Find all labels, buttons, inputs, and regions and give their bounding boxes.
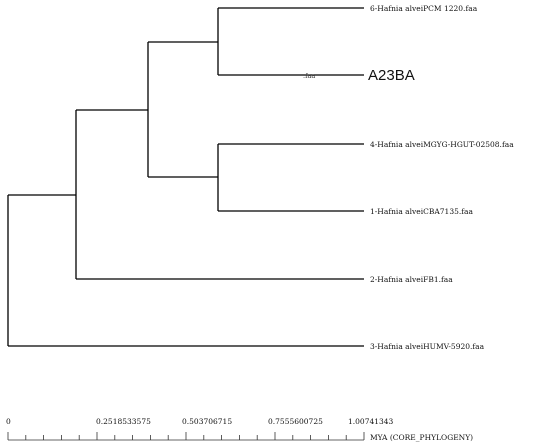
scale-axis-title: MYA (CORE_PHYLOGENY): [370, 433, 473, 442]
leaf-label-4: 1-Hafnia alveiCBA7135.faa: [370, 207, 474, 216]
scale-bar: 0 0.2518533575 0.503706715 0.7555600725 …: [6, 417, 473, 442]
leaf-label-1: 6-Hafnia alveiPCM 1220.faa: [370, 4, 478, 13]
scale-ticks: [7, 432, 365, 440]
leaf-label-6: 3-Hafnia alveiHUMV-5920.faa: [370, 342, 485, 351]
leaf-label-3: 4-Hafnia alveiMGYG-HGUT-02508.faa: [370, 140, 514, 149]
scale-tick-label-1: 0.2518533575: [96, 417, 151, 426]
scale-tick-label-3: 0.7555600725: [268, 417, 323, 426]
leaf-label-2: A23BA: [368, 67, 415, 84]
scale-tick-label-4: 1.00741343: [348, 417, 394, 426]
leaf-sublabel-2: .faa: [303, 72, 315, 80]
scale-tick-label-2: 0.503706715: [182, 417, 232, 426]
scale-tick-label-0: 0: [6, 417, 11, 426]
leaf-label-5: 2-Hafnia alveiFB1.faa: [370, 275, 453, 284]
